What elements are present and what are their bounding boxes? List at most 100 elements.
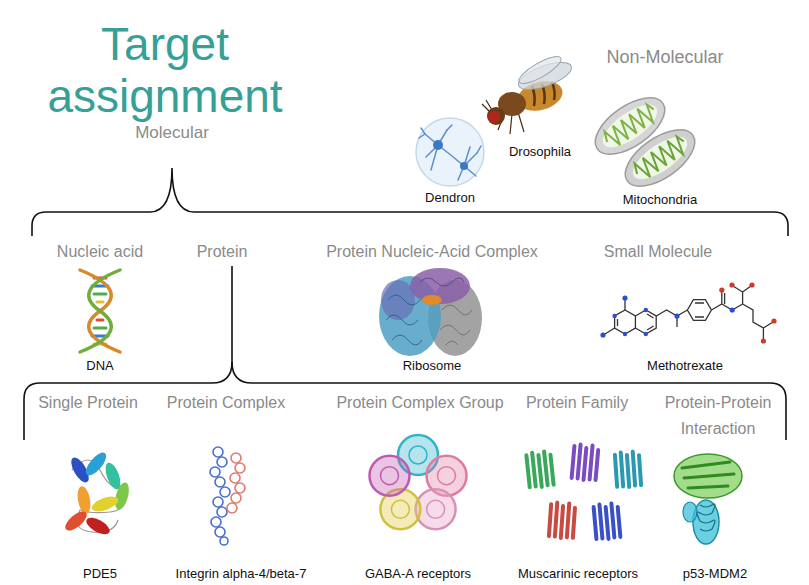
protein-picture <box>90 494 120 515</box>
ribosome-picture <box>420 278 464 286</box>
example-caption: Ribosome <box>403 358 462 374</box>
receptor-family-picture <box>575 442 582 480</box>
dna-picture <box>94 327 106 330</box>
example-caption: Methotrexate <box>647 358 723 374</box>
protein-picture <box>84 514 113 537</box>
ribosome-picture <box>386 278 472 345</box>
molecule-picture <box>729 282 734 287</box>
category-label: Protein Complex Group <box>336 393 503 412</box>
interaction-picture <box>693 500 719 544</box>
example-caption: p53-MDM2 <box>683 566 747 582</box>
receptor-family-picture <box>565 501 572 539</box>
example-caption: Mitochondria <box>623 192 697 208</box>
molecule-picture <box>761 338 766 343</box>
group-heading: Molecular <box>135 123 209 143</box>
receptor-family-picture <box>559 504 566 540</box>
category-label: Protein-Protein Interaction <box>653 390 783 442</box>
receptor-family-picture <box>619 450 626 488</box>
neuron-picture <box>416 118 484 186</box>
molecule-picture <box>749 282 754 287</box>
group-heading: Non-Molecular <box>606 47 723 69</box>
protein-picture <box>113 481 132 511</box>
receptor-family-picture <box>613 449 644 490</box>
molecule-picture <box>623 332 627 336</box>
integrin-picture <box>235 483 245 493</box>
protein-picture <box>82 449 109 478</box>
integrin-picture <box>210 467 220 477</box>
category-label: Nucleic acid <box>57 242 143 261</box>
receptor-family-picture <box>631 449 638 487</box>
molecule-picture <box>711 292 742 310</box>
mitochondria-picture <box>586 87 704 198</box>
dna-picture <box>80 270 120 352</box>
example-caption: DNA <box>86 358 113 374</box>
molecule-picture <box>719 287 724 292</box>
molecule-picture <box>730 307 735 312</box>
category-label: Protein Nucleic-Acid Complex <box>326 242 538 261</box>
molecule-picture <box>622 295 627 300</box>
ribosome-picture <box>381 280 415 320</box>
receptor-ring-picture <box>427 500 445 518</box>
receptor-family-picture <box>524 449 556 491</box>
fly-picture <box>482 52 575 134</box>
integrin-picture <box>213 497 223 507</box>
integrin-picture <box>210 447 230 545</box>
integrin-picture <box>220 487 230 497</box>
fly-picture <box>487 107 505 125</box>
dna-picture <box>80 270 120 352</box>
receptor-family-picture <box>524 442 643 542</box>
interaction-picture <box>682 462 734 488</box>
example-caption: Dendron <box>425 190 475 206</box>
receptor-family-picture <box>637 453 643 487</box>
receptor-family-picture <box>587 443 594 481</box>
category-label: Protein Family <box>526 393 628 412</box>
molecule-picture <box>771 318 776 323</box>
integrin-picture <box>235 463 245 473</box>
receptor-family-picture <box>625 453 632 489</box>
mitochondria-picture <box>616 119 704 198</box>
integrin-picture <box>217 457 227 467</box>
integrin-picture <box>220 537 228 545</box>
example-caption: Muscarinic receptors <box>518 566 638 582</box>
receptor-family-picture <box>569 442 600 483</box>
fly-picture <box>516 52 565 88</box>
interaction-picture <box>674 454 742 544</box>
molecule-picture <box>733 286 773 339</box>
neuron-picture <box>425 130 464 170</box>
receptor-family-picture <box>609 501 616 539</box>
receptor-family-picture <box>597 502 604 540</box>
integrin-picture <box>213 447 223 457</box>
category-label: Small Molecule <box>604 242 712 261</box>
receptor-ring-picture <box>381 467 399 485</box>
neuron-picture <box>433 140 443 150</box>
integrin-picture <box>217 507 227 517</box>
example-caption: GABA-A receptors <box>365 566 471 582</box>
receptor-family-picture <box>604 505 611 541</box>
neuron-picture <box>460 162 468 170</box>
neuron-picture <box>458 147 477 180</box>
receptor-ring-picture <box>438 467 456 485</box>
fly-picture <box>488 111 500 123</box>
integrin-picture <box>210 447 245 545</box>
receptor-ring-picture <box>370 456 410 496</box>
molecule-picture <box>635 310 656 334</box>
title: Target assignment <box>35 18 295 122</box>
neuron-picture <box>419 125 481 180</box>
bracket <box>24 266 232 440</box>
bracket <box>32 168 788 236</box>
receptor-family-picture <box>616 505 623 539</box>
molecule-picture <box>687 300 711 321</box>
molecule-picture <box>674 313 679 318</box>
category-label: Protein <box>197 242 248 261</box>
molecule-picture <box>644 332 648 336</box>
receptor-family-picture <box>613 453 620 489</box>
protein-picture <box>76 485 93 515</box>
molecule-picture <box>600 282 776 343</box>
category-label: Protein Complex <box>167 393 285 412</box>
receptor-family-picture <box>569 444 576 480</box>
receptor-ring-picture <box>370 435 467 529</box>
receptor-family-picture <box>581 446 588 482</box>
interaction-picture <box>683 502 697 522</box>
ribosome-picture <box>386 295 422 345</box>
